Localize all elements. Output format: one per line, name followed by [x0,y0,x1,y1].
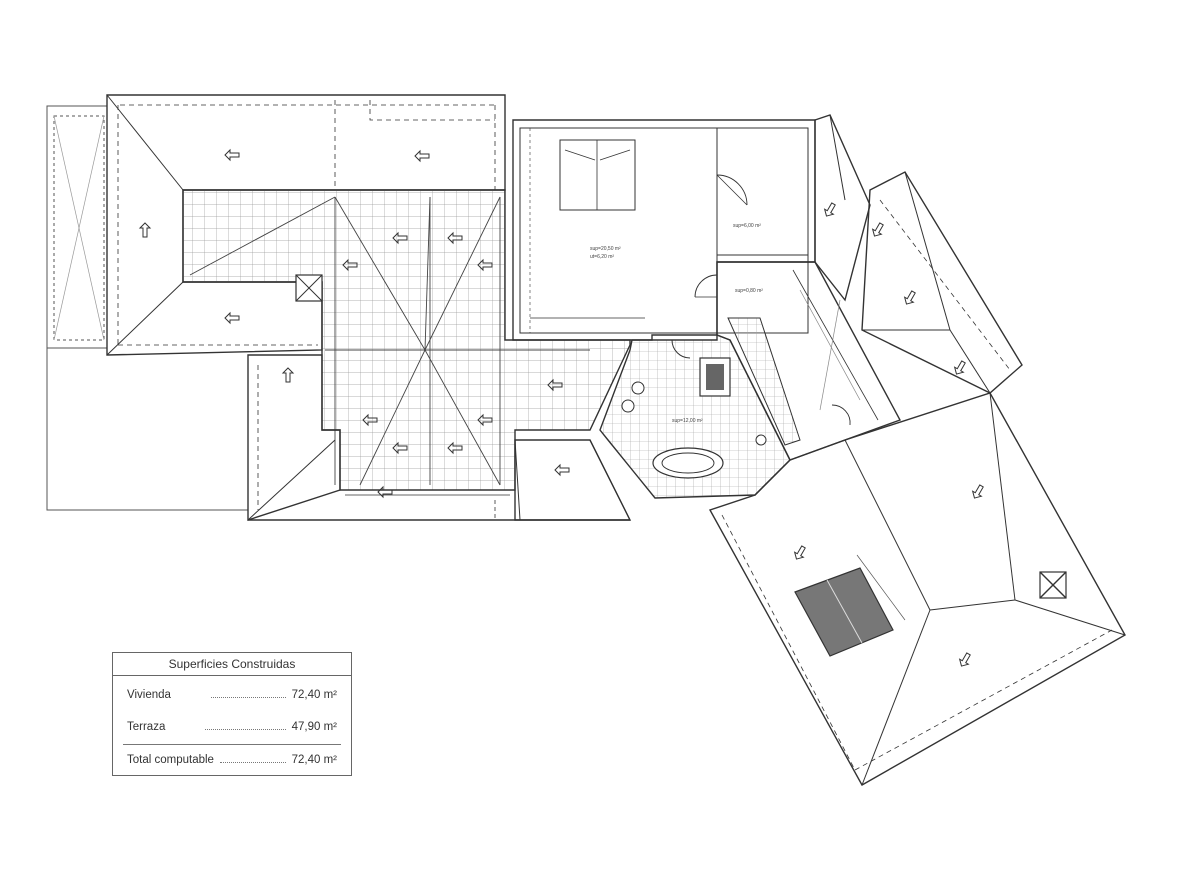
closet-area-label: sup=6,00 m² [733,223,761,229]
roof-lower-left [247,354,632,521]
bedroom-block [512,119,816,341]
surfaces-row-terraza: Terraza 47,90 m² [127,721,337,733]
leader-dots [205,721,286,730]
roof-right-upper [814,114,1023,394]
bedroom-area2-label: ut=6,20 m² [590,254,614,260]
table-divider [123,744,341,745]
leader-dots [219,754,286,763]
row-label: Terraza [127,721,166,733]
hall-area-label: sup=0,80 m² [735,288,763,294]
left-terrace [46,105,248,511]
room-labels: sup=20,50 m² ut=6,20 m² sup=6,00 m² sup=… [590,223,763,424]
row-label: Total computable [127,754,214,766]
bedroom-area-label: sup=20,50 m² [590,246,621,252]
row-value: 72,40 m² [291,689,337,701]
roof-right-lower [708,392,1126,786]
row-label: Vivienda [127,689,171,701]
row-value: 72,40 m² [291,754,337,766]
bathroom [599,333,791,499]
surfaces-row-total: Total computable 72,40 m² [127,754,337,766]
surfaces-table: Superficies Construidas Vivienda 72,40 m… [112,652,352,776]
leader-dots [210,689,286,698]
bath-area-label: sup=12,00 m² [672,418,703,424]
surfaces-row-vivienda: Vivienda 72,40 m² [127,689,337,701]
surfaces-title: Superficies Construidas [113,653,351,676]
row-value: 47,90 m² [291,721,337,733]
